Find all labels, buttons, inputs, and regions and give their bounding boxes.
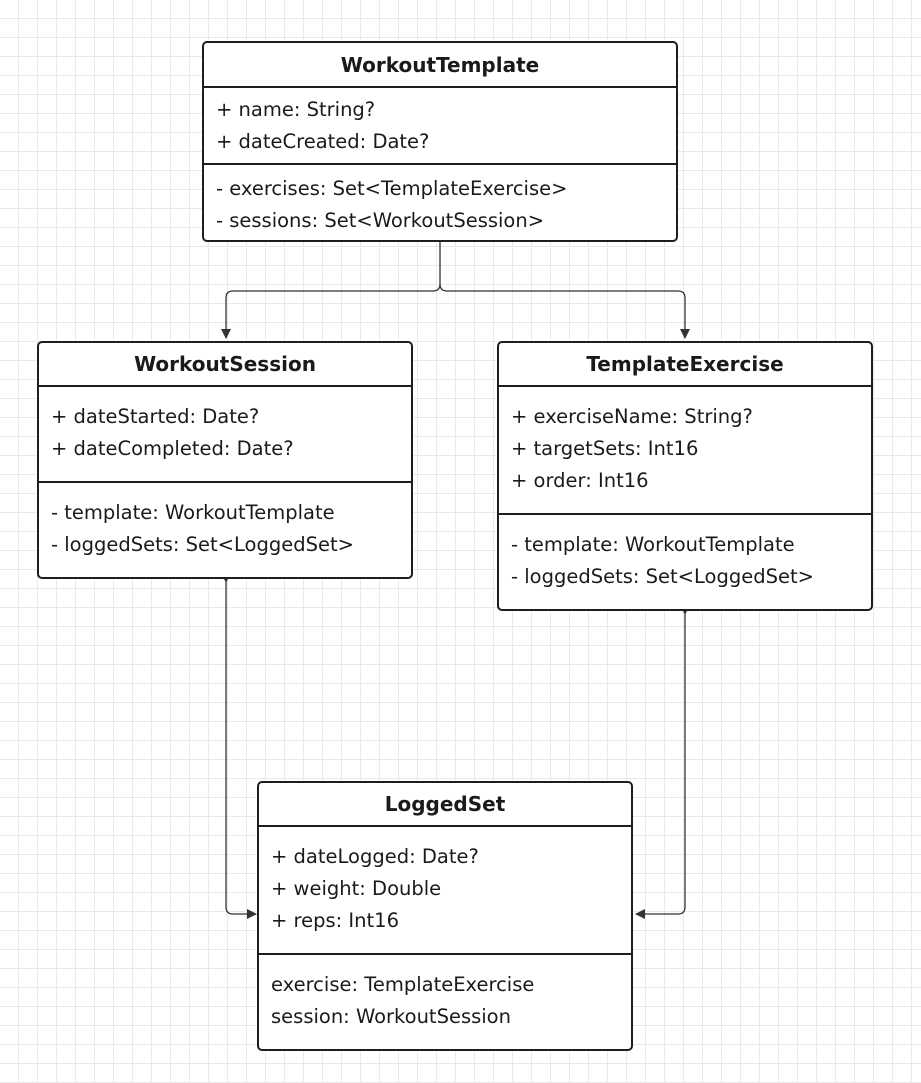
class-name: TemplateExercise — [499, 343, 871, 387]
relationship-row: - template: WorkoutTemplate — [511, 533, 795, 556]
class-name: WorkoutTemplate — [204, 43, 676, 88]
relationships-section: - template: WorkoutTemplate - loggedSets… — [499, 515, 871, 593]
relationship-row: session: WorkoutSession — [271, 1005, 511, 1028]
relationship-row: - loggedSets: Set<LoggedSet> — [51, 533, 354, 556]
attribute-row: + exerciseName: String? — [511, 405, 753, 428]
attribute-row: + targetSets: Int16 — [511, 437, 699, 460]
relationship-row: - loggedSets: Set<LoggedSet> — [511, 565, 814, 588]
attribute-row: + dateCreated: Date? — [216, 130, 430, 153]
attribute-row: + weight: Double — [271, 877, 442, 900]
connector-template-to-session — [221, 242, 441, 339]
attribute-row: + order: Int16 — [511, 469, 649, 492]
attributes-section: + dateLogged: Date? + weight: Double + r… — [259, 827, 631, 955]
relationships-section: - exercises: Set<TemplateExercise> - ses… — [204, 165, 676, 237]
relationships-section: - template: WorkoutTemplate - loggedSets… — [39, 483, 411, 561]
attribute-row: + reps: Int16 — [271, 909, 399, 932]
attribute-row: + dateStarted: Date? — [51, 405, 260, 428]
attributes-section: + dateStarted: Date? + dateCompleted: Da… — [39, 387, 411, 483]
connector-exercise-loggedset — [635, 605, 690, 919]
class-name: LoggedSet — [259, 783, 631, 827]
attribute-row: + dateCompleted: Date? — [51, 437, 294, 460]
attribute-row: + dateLogged: Date? — [271, 845, 479, 868]
attribute-row: + name: String? — [216, 98, 376, 121]
attributes-section: + name: String? + dateCreated: Date? — [204, 88, 676, 165]
class-box-template-exercise[interactable]: TemplateExercise + exerciseName: String?… — [497, 341, 873, 611]
connector-template-to-exercise — [439, 283, 690, 339]
class-name: WorkoutSession — [39, 343, 411, 387]
attributes-section: + exerciseName: String? + targetSets: In… — [499, 387, 871, 515]
relationship-row: exercise: TemplateExercise — [271, 973, 535, 996]
relationship-row: - sessions: Set<WorkoutSession> — [216, 209, 545, 232]
class-box-workout-template[interactable]: WorkoutTemplate + name: String? + dateCr… — [202, 41, 678, 242]
class-box-workout-session[interactable]: WorkoutSession + dateStarted: Date? + da… — [37, 341, 413, 579]
connector-session-loggedset — [221, 573, 257, 919]
relationship-row: - template: WorkoutTemplate — [51, 501, 335, 524]
class-box-logged-set[interactable]: LoggedSet + dateLogged: Date? + weight: … — [257, 781, 633, 1051]
relationship-row: - exercises: Set<TemplateExercise> — [216, 177, 568, 200]
relationships-section: exercise: TemplateExercise session: Work… — [259, 955, 631, 1033]
